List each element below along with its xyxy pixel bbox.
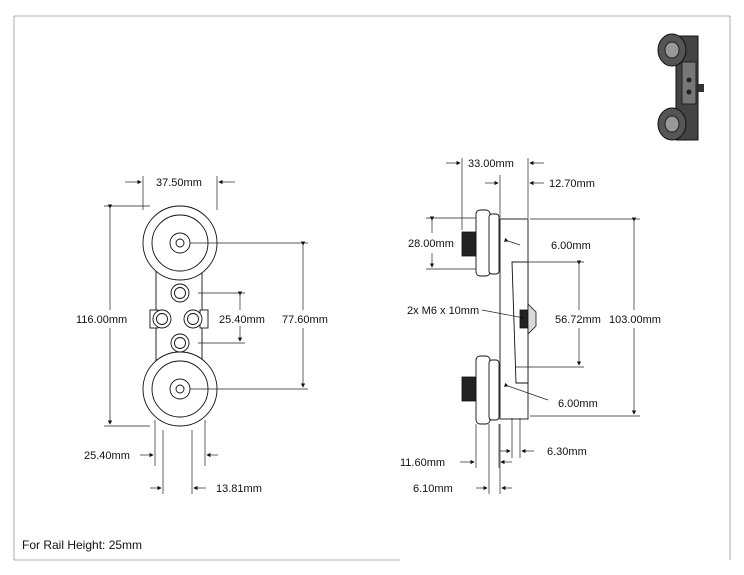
sheet-border — [13, 15, 731, 561]
dim-mid: 56.72mm — [555, 314, 601, 326]
front-view-dimensions — [104, 176, 308, 494]
side-view-dimensions — [426, 158, 640, 494]
dim-wheel-centers: 77.60mm — [282, 314, 328, 326]
dim-bottom-thick: 6.00mm — [558, 398, 598, 410]
dim-bottom-small: 13.81mm — [216, 483, 262, 495]
dim-total-height: 103.00mm — [609, 314, 661, 326]
dim-bottom-right: 6.30mm — [547, 446, 587, 458]
dim-bottom-offset: 25.40mm — [84, 450, 130, 462]
dim-width: 37.50mm — [156, 177, 202, 189]
dim-bottom-left: 6.10mm — [413, 483, 453, 495]
dim-top-plate: 12.70mm — [549, 178, 595, 190]
dim-bottom-gap: 11.60mm — [400, 457, 445, 469]
front-view-part — [142, 205, 218, 427]
dim-height: 116.00mm — [76, 314, 127, 326]
dim-screw: 2x M6 x 10mm — [407, 305, 479, 317]
isometric-thumbnail — [657, 33, 704, 141]
front-view-dimension-labels: 37.50mm 116.00mm 25.40mm 77.60mm 25.40mm… — [76, 177, 328, 495]
side-view-part — [461, 209, 537, 425]
rail-height-note: For Rail Height: 25mm — [22, 538, 143, 552]
dim-top-width: 33.00mm — [468, 158, 514, 170]
dim-hole-spacing: 25.40mm — [219, 314, 265, 326]
dim-wheel-dia: 28.00mm — [408, 238, 454, 250]
side-view-dimension-labels: 33.00mm 12.70mm 28.00mm 6.00mm 2x M6 x 1… — [400, 158, 661, 495]
dim-top-thick: 6.00mm — [551, 240, 591, 252]
